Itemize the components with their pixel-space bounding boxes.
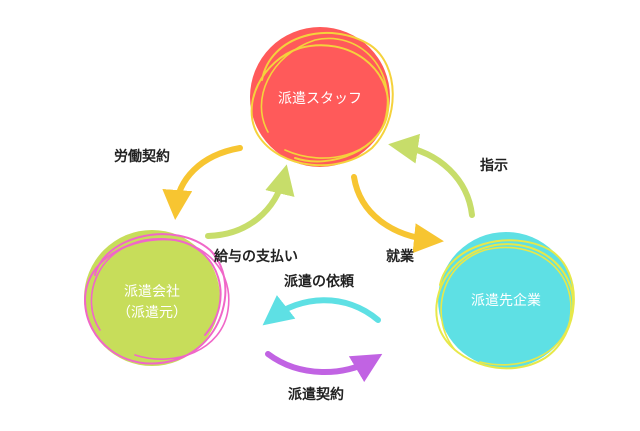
- salary-payment-label: 給与の支払い: [214, 249, 298, 265]
- instruction-arrow: [388, 133, 475, 218]
- salary-arrow: [205, 164, 295, 239]
- client-node-scribble: [435, 239, 575, 370]
- employment-arrow: [351, 174, 444, 254]
- dispatch-contract-label: 派遣契約: [288, 387, 344, 403]
- staff-node-scribble: [250, 31, 394, 167]
- staff-node-fill: [250, 27, 390, 167]
- client-label: 派遣先企業: [471, 293, 541, 309]
- staff-node: [250, 27, 394, 167]
- labor-contract-arrow: [162, 145, 243, 220]
- staff-node-scribble-2: [260, 37, 389, 159]
- client-node-fill: [438, 232, 574, 368]
- staff-label: 派遣スタッフ: [278, 91, 362, 107]
- instruction-label: 指示: [480, 158, 508, 174]
- dispatch-request-arrow: [262, 295, 381, 326]
- employment-label: 就業: [386, 249, 414, 265]
- agency-label-line2: （派遣元）: [117, 305, 187, 321]
- agency-node-scribble-2: [90, 238, 230, 360]
- labor-contract-label: 労働契約: [114, 149, 170, 165]
- client-node: [435, 232, 575, 370]
- agency-label-line1: 派遣会社: [124, 284, 180, 300]
- client-node-scribble-2: [440, 246, 572, 366]
- agency-node: [84, 230, 230, 366]
- agency-node-fill: [84, 230, 220, 366]
- dispatch-contract-arrow: [265, 351, 383, 383]
- dispatch-request-label: 派遣の依頼: [284, 274, 354, 290]
